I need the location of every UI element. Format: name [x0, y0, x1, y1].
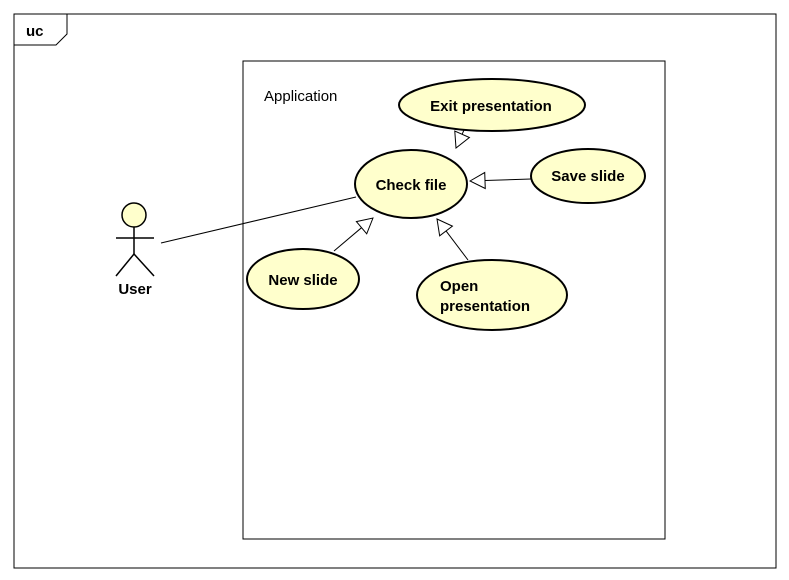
use-case-label: Exit presentation: [430, 98, 552, 115]
use-case-ellipse: [416, 259, 568, 331]
use-case-label-line-2: presentation: [440, 298, 530, 315]
use-case-label-line-1: Open: [440, 278, 478, 295]
diagram-frame: [13, 13, 777, 569]
use-case-exit-presentation[interactable]: Exit presentation: [398, 78, 586, 132]
actor-head: [121, 202, 147, 228]
frame-label: uc: [26, 23, 44, 40]
actor-name: User: [118, 281, 152, 298]
generalization-open-to-check-line: [445, 230, 469, 261]
use-case-new-slide[interactable]: New slide: [246, 248, 360, 310]
generalization-exit-to-check-arrowhead: [454, 130, 471, 149]
system-name: Application: [264, 88, 337, 105]
relationships: [160, 129, 532, 261]
actor-left-leg: [115, 253, 135, 277]
use-case-label: Save slide: [551, 168, 624, 185]
use-case-ellipse: [398, 78, 586, 132]
generalization-save-to-check-arrowhead: [468, 171, 486, 190]
actor-user[interactable]: User: [115, 202, 155, 298]
frame-label-tab: [14, 14, 68, 46]
use-case-ellipse: [246, 248, 360, 310]
use-case-label: Check file: [376, 177, 447, 194]
system-boundary: [242, 60, 666, 540]
use-case-save-slide[interactable]: Save slide: [530, 148, 646, 204]
use-case-ellipse: [530, 148, 646, 204]
association-actor-to-check: [160, 196, 357, 244]
generalization-new-to-check-line: [333, 227, 362, 252]
generalization-open-to-check-arrowhead: [436, 218, 454, 237]
generalization-new-to-check-arrowhead: [355, 217, 374, 235]
use-case-check-file[interactable]: Check file: [354, 149, 468, 219]
actor-right-leg: [133, 253, 155, 277]
use-case-open-presentation[interactable]: Open presentation: [416, 259, 568, 331]
use-case-ellipse: [354, 149, 468, 219]
generalization-save-to-check-line: [484, 178, 532, 182]
use-case-label: New slide: [268, 272, 337, 289]
